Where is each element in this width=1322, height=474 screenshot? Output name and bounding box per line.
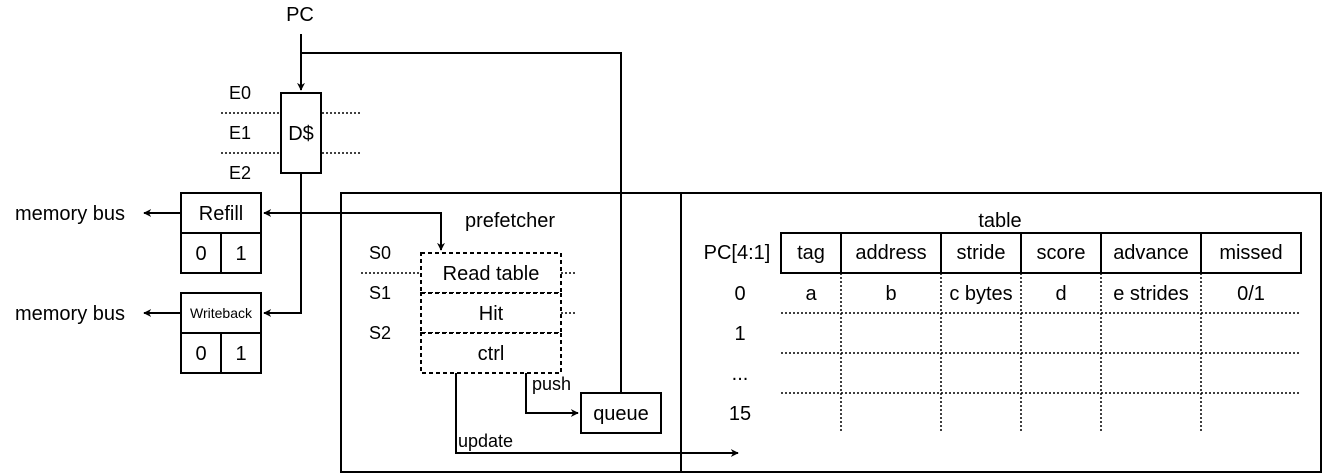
read-table-label: Read table (443, 263, 540, 285)
table-column-header: score (1037, 242, 1086, 264)
table-column-header: missed (1219, 242, 1282, 264)
prefetcher-stage-label: S1 (369, 283, 391, 303)
prefetcher-stage-label: S2 (369, 323, 391, 343)
table-column-header: address (855, 242, 926, 264)
read-table-box (420, 252, 562, 294)
writeback-bus-label: memory bus (15, 303, 125, 325)
pc-to-queue-line (301, 52, 622, 393)
table-cell: d (1055, 283, 1066, 305)
hit-label: Hit (479, 303, 504, 325)
table-index-header: PC[4:1] (704, 242, 771, 264)
writeback-label: Writeback (190, 305, 253, 321)
table-cell: b (885, 283, 896, 305)
writeback-cell-label: 0 (195, 343, 206, 365)
writeback-cell-label: 1 (235, 343, 246, 365)
table-column-header: stride (957, 242, 1006, 264)
refill-cell-label: 1 (235, 243, 246, 265)
prefetcher-stage-label: S0 (369, 243, 391, 263)
update-label: update (458, 431, 513, 451)
table-cell: e strides (1113, 283, 1189, 305)
dcache-box (280, 92, 322, 174)
refill-cell-label: 0 (195, 243, 206, 265)
table-row-index: 1 (734, 323, 745, 345)
hit-box (420, 292, 562, 334)
dcache-label: D$ (288, 123, 314, 145)
refill-bus-label: memory bus (15, 203, 125, 225)
refill-cell (220, 232, 262, 274)
table-title: table (978, 210, 1021, 232)
table-cell: 0/1 (1237, 283, 1265, 305)
pc-label: PC (286, 4, 314, 26)
queue-box (580, 392, 662, 434)
writeback-cell (220, 332, 262, 374)
dcache-stage-label: E1 (229, 123, 251, 143)
refill-readtable-arrow (263, 209, 445, 251)
dcache-stage-label: E2 (229, 163, 251, 183)
queue-label: queue (593, 403, 649, 425)
table-column-header: advance (1113, 242, 1189, 264)
ctrl-label: ctrl (478, 343, 505, 365)
push-label: push (532, 374, 571, 394)
table-row-index: 0 (734, 283, 745, 305)
ctrl-box (420, 332, 562, 374)
update-arrow (455, 373, 739, 457)
table-row-index: 15 (729, 403, 751, 425)
refill-label: Refill (199, 203, 243, 225)
table-row-index: ... (732, 363, 749, 385)
writeback-box (180, 292, 262, 334)
dcache-stage-label: E0 (229, 83, 251, 103)
table-cell: a (805, 283, 817, 305)
prefetcher-title: prefetcher (465, 210, 555, 232)
table-header-row (780, 232, 1302, 274)
dcache-to-writeback-arrow (263, 173, 302, 317)
table-column-header: tag (797, 242, 825, 264)
push-arrow (525, 373, 579, 417)
table-cell: c bytes (949, 283, 1012, 305)
